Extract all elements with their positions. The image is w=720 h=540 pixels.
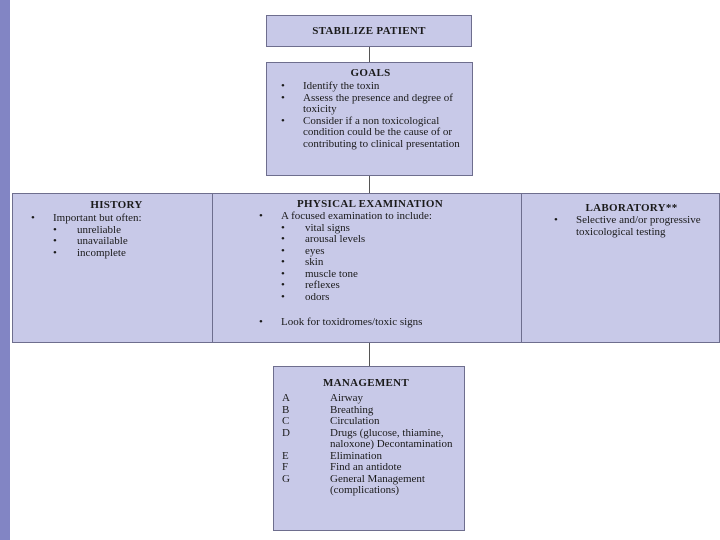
laboratory-title: LABORATORY** (585, 202, 678, 214)
goals-item: Consider if a non toxicological conditio… (279, 115, 462, 151)
history-box: HISTORY Important but often: unreliable … (12, 193, 213, 343)
connector-stabilize-goals (369, 46, 370, 62)
physical-exam-item: arousal levels (257, 233, 513, 246)
physical-exam-tail: Look for toxidromes/toxic signs (257, 316, 513, 329)
management-row: E Elimination (278, 449, 454, 463)
physical-exam-item: vital signs (257, 222, 513, 235)
connector-exam-management (369, 342, 370, 366)
physical-exam-list: vital signs arousal levels eyes skin mus… (257, 222, 513, 304)
management-text: Elimination (330, 449, 382, 462)
management-text: Circulation (330, 415, 380, 427)
physical-exam-lead: A focused examination to include: (257, 210, 513, 223)
management-text: General Management (complications) (330, 472, 425, 496)
history-list: unreliable unavailable incomplete (29, 224, 204, 260)
management-letter: B (282, 403, 290, 416)
history-item: unavailable (29, 235, 204, 248)
management-letter: D (282, 426, 290, 439)
physical-exam-item: reflexes (257, 279, 513, 292)
management-row: A Airway (278, 392, 454, 405)
management-row: F Find an antidote (278, 461, 454, 474)
physical-exam-title: PHYSICAL EXAMINATION (296, 198, 444, 210)
history-item: unreliable (29, 224, 204, 237)
stabilize-patient-box: STABILIZE PATIENT (266, 15, 472, 47)
goals-title: GOALS (350, 67, 391, 79)
management-letter: F (282, 461, 289, 473)
management-box: MANAGEMENT A Airway B Breathing C Circul… (273, 366, 465, 531)
history-item: incomplete (29, 247, 204, 260)
management-text: Drugs (glucose, thiamine, naloxone) Deco… (330, 426, 453, 450)
management-row: D Drugs (glucose, thiamine, naloxone) De… (278, 426, 454, 451)
management-text: Airway (330, 392, 363, 404)
management-list: A Airway B Breathing C Circulation D Dru… (278, 392, 454, 497)
physical-exam-item: muscle tone (257, 268, 513, 281)
connector-goals-exam (369, 175, 370, 193)
management-title: MANAGEMENT (322, 377, 410, 389)
history-title: HISTORY (90, 199, 143, 211)
physical-exam-box: PHYSICAL EXAMINATION A focused examinati… (212, 193, 522, 343)
physical-exam-item: odors (257, 291, 513, 304)
management-letter: G (282, 472, 290, 485)
management-text: Breathing (330, 403, 374, 416)
management-row: C Circulation (278, 415, 454, 428)
management-row: B Breathing (278, 403, 454, 417)
laboratory-item: Selective and/or progressive toxicologic… (552, 214, 711, 238)
goals-item: Assess the presence and degree of toxici… (279, 92, 462, 116)
physical-exam-item: skin (257, 256, 513, 269)
management-text: Find an antidote (330, 461, 402, 473)
management-row: G General Management (complications) (278, 472, 454, 497)
management-letter: E (282, 449, 289, 462)
stabilize-patient-title: STABILIZE PATIENT (312, 25, 426, 37)
goals-list: Identify the toxin Assess the presence a… (279, 80, 462, 151)
laboratory-box: LABORATORY** Selective and/or progressiv… (521, 193, 720, 343)
goals-box: GOALS Identify the toxin Assess the pres… (266, 62, 473, 176)
slide-side-bar (0, 0, 10, 540)
goals-item: Identify the toxin (279, 80, 462, 93)
management-letter: A (282, 392, 290, 404)
management-letter: C (282, 415, 290, 427)
laboratory-list: Selective and/or progressive toxicologic… (552, 214, 711, 238)
history-lead: Important but often: (29, 212, 204, 225)
physical-exam-item: eyes (257, 245, 513, 258)
